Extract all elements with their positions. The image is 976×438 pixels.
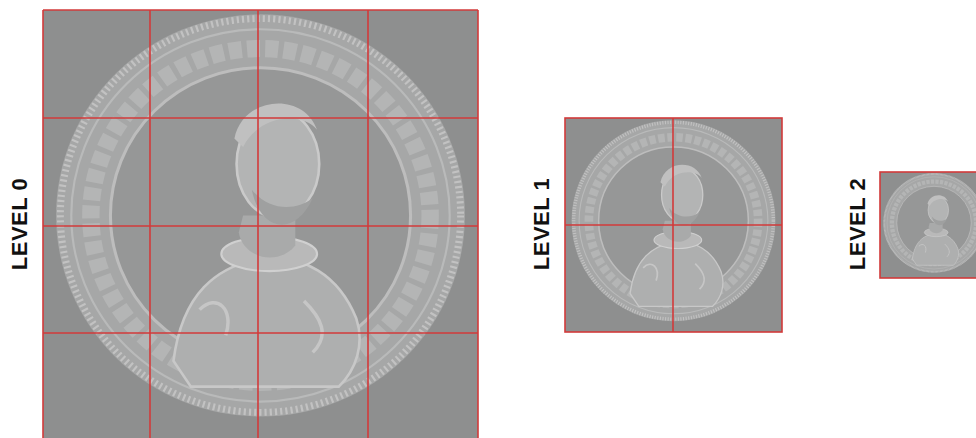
- level-label: LEVEL 0: [7, 178, 33, 270]
- level-label: LEVEL 1: [529, 178, 555, 270]
- level-label: LEVEL 2: [845, 178, 871, 270]
